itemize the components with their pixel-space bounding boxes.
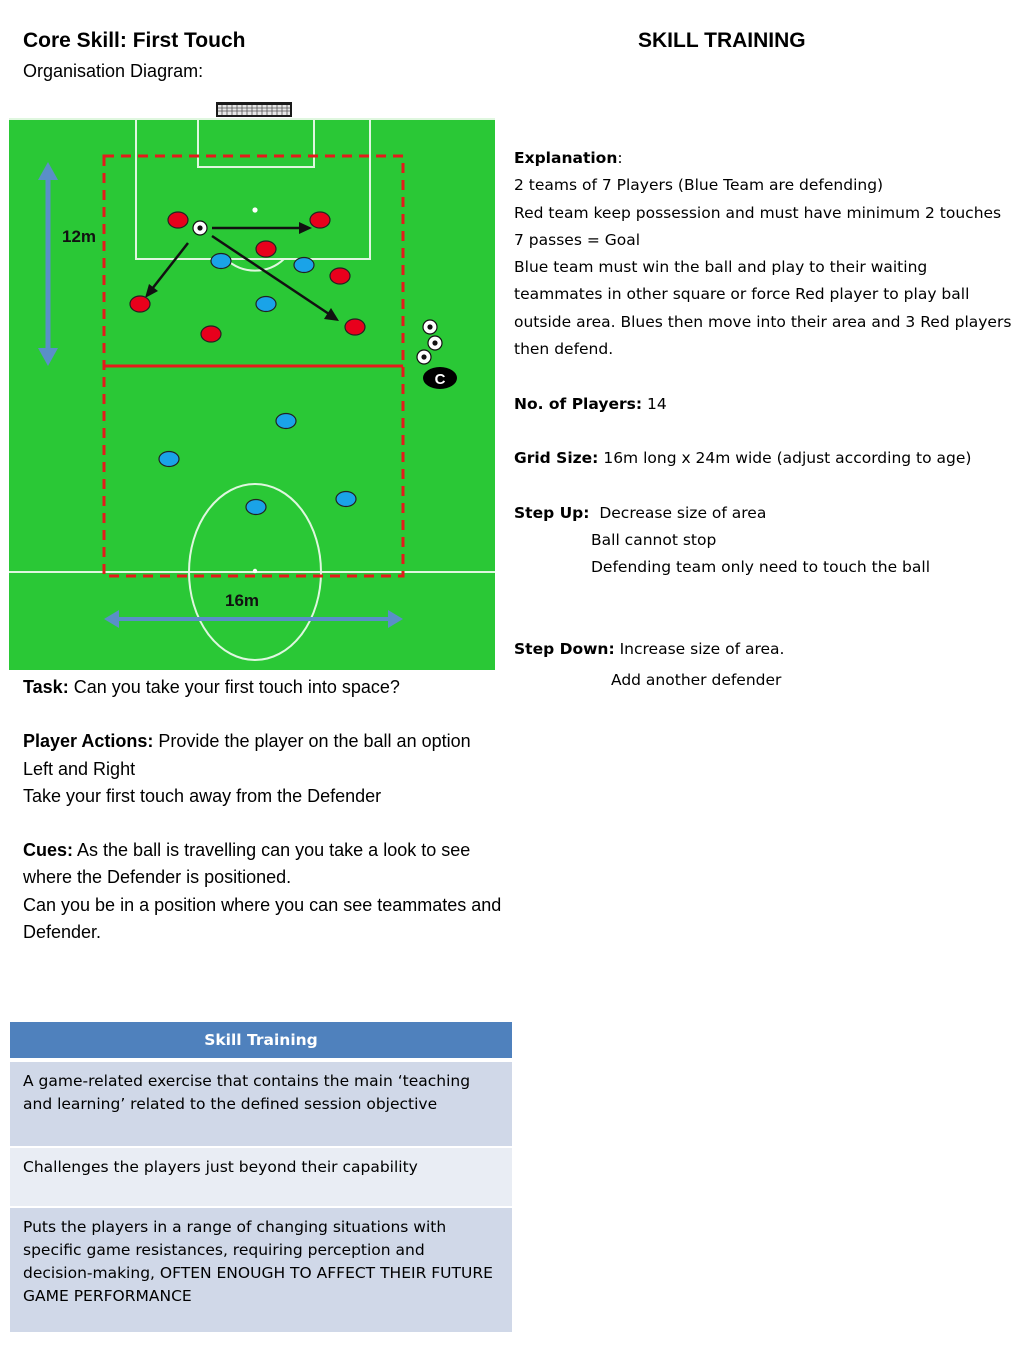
cues-text: As the ball is travelling can you take a… [23, 840, 471, 888]
skill-training-table: Skill Training A game-related exercise t… [10, 1022, 512, 1334]
blue-player [293, 256, 315, 274]
red-player [329, 267, 351, 285]
explanation-label: Explanation [514, 149, 618, 167]
task-paragraph: Task: Can you take your first touch into… [23, 674, 503, 701]
pass-arrows [145, 222, 339, 321]
red-player [129, 295, 151, 313]
cues-line2: Can you be in a position where you can s… [23, 894, 502, 943]
label-16m: 16m [225, 591, 259, 610]
cues-label: Cues: [23, 840, 74, 861]
explanation-line: Blue team must win the ball and play to … [514, 258, 1012, 359]
player-actions-line2: Take your first touch away from the Defe… [23, 785, 382, 806]
players-label: No. of Players: [514, 394, 643, 413]
red-player [255, 240, 277, 258]
red-player [309, 211, 331, 229]
coach-marker [423, 367, 457, 389]
ball-icon [422, 319, 438, 335]
section-title: SKILL TRAINING [638, 29, 806, 52]
measure-arrow-horizontal [104, 610, 403, 628]
blue-player [245, 498, 267, 516]
diagram-caption: Organisation Diagram: [23, 61, 204, 81]
players-section: No. of Players: 14 [514, 391, 1014, 418]
explanation-line: 7 passes = Goal [514, 230, 641, 249]
table-header: Skill Training [10, 1022, 512, 1062]
coach-label: C [435, 371, 446, 388]
ball-icon [416, 349, 432, 365]
step-up-item: Defending team only need to touch the ba… [591, 558, 930, 577]
step-up-label: Step Up: [514, 503, 590, 522]
blue-player [275, 412, 297, 430]
session-details: Explanation: 2 teams of 7 Players (Blue … [514, 145, 1014, 721]
blue-player [335, 490, 357, 508]
ball-icon [427, 335, 443, 351]
player-actions-paragraph: Player Actions: Provide the player on th… [23, 728, 503, 810]
measure-arrow-vertical [38, 162, 58, 366]
grid-size-label: Grid Size: [514, 449, 599, 468]
step-up-item: Ball cannot stop [591, 531, 717, 550]
step-down-item: Increase size of area. [619, 640, 785, 659]
pitch-field [9, 118, 495, 670]
red-player [200, 325, 222, 343]
player-actions-label: Player Actions: [23, 731, 154, 752]
grid-size-section: Grid Size: 16m long x 24m wide (adjust a… [514, 445, 1014, 472]
explanation-line: 2 teams of 7 Players (Blue Team are defe… [514, 176, 884, 195]
red-player [167, 211, 189, 229]
label-12m: 12m [62, 227, 96, 246]
table-row: Challenges the players just beyond their… [10, 1147, 512, 1208]
page-title: Core Skill: First Touch [23, 29, 246, 52]
red-player [344, 318, 366, 336]
coaching-points: Task: Can you take your first touch into… [23, 674, 503, 973]
step-up-section: Step Up: Decrease size of area Ball cann… [514, 500, 1014, 582]
explanation-colon: : [617, 149, 623, 167]
step-down-section: Step Down: Increase size of area. Add an… [514, 636, 1014, 694]
step-up-item: Decrease size of area [599, 503, 767, 522]
step-down-item: Add another defender [611, 670, 782, 689]
task-label: Task: [23, 677, 69, 697]
table-row: A game-related exercise that contains th… [10, 1060, 512, 1148]
pitch-markings [9, 118, 495, 661]
player-actions-text: Provide the player on the ball an option… [23, 731, 471, 779]
blue-player [210, 252, 232, 270]
blue-player [255, 295, 277, 313]
explanation-section: Explanation: 2 teams of 7 Players (Blue … [514, 145, 1014, 363]
pitch-diagram: 12m 16m [9, 102, 495, 670]
grid-size-value: 16m long x 24m wide (adjust according to… [603, 449, 972, 468]
goal-icon [216, 102, 292, 117]
table-row: Puts the players in a range of changing … [10, 1207, 512, 1334]
task-text: Can you take your first touch into space… [73, 677, 400, 697]
ball-icon [192, 220, 208, 236]
blue-player [158, 450, 180, 468]
cues-paragraph: Cues: As the ball is travelling can you … [23, 837, 503, 946]
step-down-label: Step Down: [514, 640, 615, 659]
players-value: 14 [646, 394, 667, 413]
explanation-line: Red team keep possession and must have m… [514, 203, 1002, 222]
